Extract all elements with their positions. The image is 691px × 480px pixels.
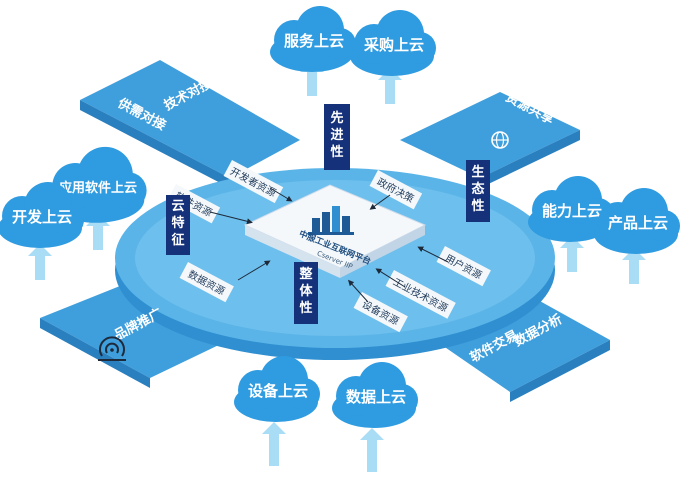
- bar-integrity: 整体性: [294, 262, 318, 324]
- factory-icon: [308, 206, 354, 235]
- arm-top-left: [80, 60, 300, 188]
- cloud-label: 设备上云: [248, 382, 308, 400]
- cloud-develop: 开发上云: [0, 182, 84, 248]
- cloud-label: 应用软件上云: [59, 180, 137, 196]
- arm-top-right: [400, 92, 580, 188]
- bar-cloud-feature: 云特征: [166, 195, 190, 255]
- cloud-label: 产品上云: [608, 214, 668, 232]
- cloud-service: 服务上云: [270, 6, 356, 72]
- connector-arrows: [209, 187, 449, 303]
- cloud-label: 开发上云: [12, 208, 72, 226]
- bar-label: 云特征: [171, 199, 184, 248]
- cloud-label: 服务上云: [284, 32, 344, 50]
- cloud-equipment: 设备上云: [234, 356, 320, 422]
- cloud-app-software: 应用软件上云: [47, 146, 147, 223]
- bar-label: 先进性: [330, 110, 343, 160]
- cloud-data: 数据上云: [332, 362, 418, 428]
- cloud-capability: 能力上云: [528, 176, 614, 242]
- bar-label: 生态性: [471, 164, 484, 214]
- bar-ecological: 生态性: [466, 160, 490, 222]
- cloud-product: 产品上云: [594, 188, 680, 254]
- bar-label: 整体性: [298, 266, 313, 316]
- arm-bottom-left: [40, 278, 250, 388]
- center-platform: 中服工业互联网平台 Cserver IIP: [243, 184, 427, 278]
- cloud-purchase: 采购上云: [350, 10, 436, 76]
- bar-advanced: 先进性: [324, 104, 350, 170]
- signal-icon: [98, 336, 126, 361]
- cloud-label: 采购上云: [363, 36, 424, 54]
- cloud-label: 能力上云: [542, 202, 602, 220]
- cloud-label: 数据上云: [346, 388, 406, 406]
- globe-icon: [491, 131, 509, 149]
